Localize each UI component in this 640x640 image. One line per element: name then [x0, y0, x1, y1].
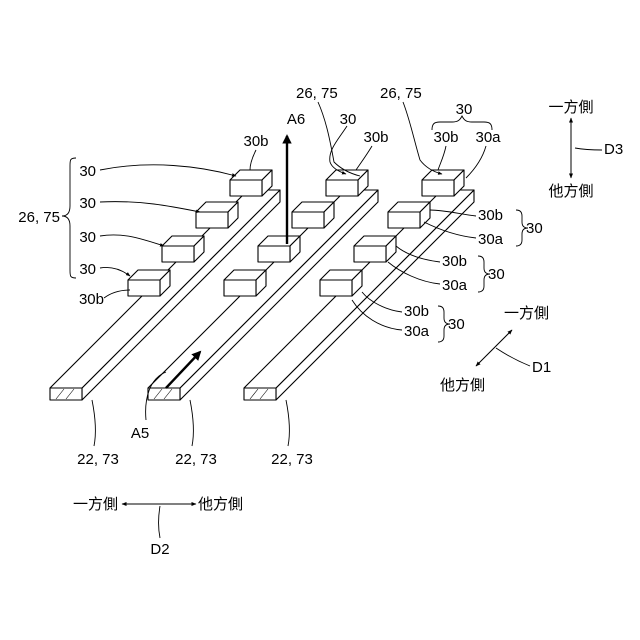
label-22-73-2: 22, 73	[175, 451, 217, 468]
d1-axis	[476, 330, 512, 366]
label-d2-other-side: 他方側	[198, 496, 243, 513]
block-left-4	[128, 270, 170, 296]
label-d1-one-side: 一方側	[504, 305, 549, 322]
label-30-right-g1: 30	[526, 220, 543, 237]
label-d3: D3	[604, 141, 623, 158]
label-22-73-1: 22, 73	[77, 451, 119, 468]
label-30b-top-right: 30b	[433, 129, 458, 146]
label-30a-right-g2: 30a	[442, 277, 468, 294]
label-30b-top-center: 30b	[363, 129, 388, 146]
label-d2: D2	[150, 541, 169, 558]
block-left-2	[196, 202, 238, 228]
block-center-4	[224, 270, 266, 296]
block-left-1	[230, 170, 272, 196]
label-30a-top-right: 30a	[475, 129, 501, 146]
label-d1-other-side: 他方側	[440, 377, 485, 394]
label-d3-other-side: 他方側	[548, 183, 593, 200]
label-30a-right-g3: 30a	[404, 323, 430, 340]
d1-leader	[496, 348, 530, 366]
label-30-top-right: 30	[456, 101, 473, 118]
block-right-1	[422, 170, 464, 196]
label-30b-right-g2: 30b	[442, 253, 467, 270]
label-30b-top-left: 30b	[243, 133, 268, 150]
label-30b-left: 30b	[79, 291, 104, 308]
block-right-4	[320, 270, 362, 296]
block-right-3	[354, 236, 396, 262]
label-30-left-2: 30	[79, 195, 96, 212]
label-22-73-3: 22, 73	[271, 451, 313, 468]
label-30-left-4: 30	[79, 261, 96, 278]
label-a6: A6	[287, 111, 305, 128]
label-30-left-1: 30	[79, 163, 96, 180]
label-30b-right-g3: 30b	[404, 303, 429, 320]
label-26-75-side: 26, 75	[18, 209, 60, 226]
block-center-1	[326, 170, 368, 196]
block-right-2	[388, 202, 430, 228]
left-brace	[62, 158, 76, 278]
label-d3-one-side: 一方側	[548, 99, 593, 116]
label-a5: A5	[131, 425, 149, 442]
label-30a-right-g1: 30a	[478, 231, 504, 248]
label-30b-right-g1: 30b	[478, 207, 503, 224]
label-30-right-g2: 30	[488, 266, 505, 283]
label-30-right-g3: 30	[448, 316, 465, 333]
label-30-top-center: 30	[340, 111, 357, 128]
d3-leader	[575, 148, 602, 150]
d2-leader	[159, 506, 161, 538]
block-left-3	[162, 236, 204, 262]
label-26-75-left: 26, 75	[296, 85, 338, 102]
block-center-3	[258, 236, 300, 262]
label-d2-one-side: 一方側	[73, 496, 118, 513]
label-d1: D1	[532, 359, 551, 376]
block-center-2	[292, 202, 334, 228]
top-right-brace	[432, 116, 492, 130]
label-26-75-center: 26, 75	[380, 85, 422, 102]
label-30-left-3: 30	[79, 229, 96, 246]
